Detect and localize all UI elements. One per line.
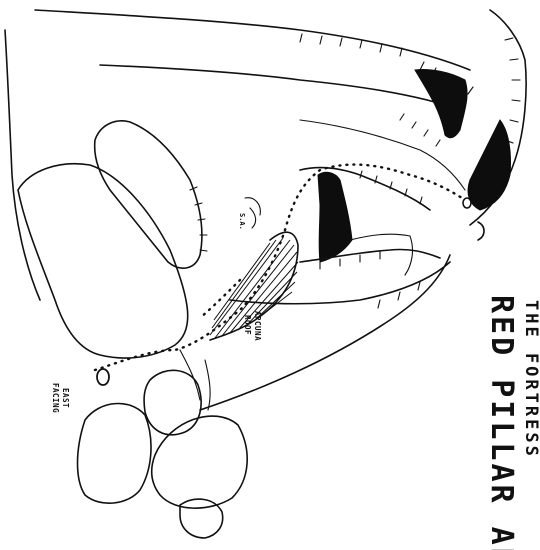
boulder-2 (152, 416, 247, 508)
facing-label-line1: EAST (61, 388, 70, 408)
ridge-line-upper (100, 65, 460, 110)
ridge-line-outer (35, 10, 470, 70)
far-left-edge (5, 30, 40, 300)
left-block-ticks (190, 187, 207, 251)
dark-chimney-right (468, 120, 510, 210)
small-label: S.A. (238, 213, 246, 230)
boulder-4 (180, 499, 223, 538)
dark-notch (318, 172, 352, 262)
route-end-hook (478, 222, 484, 240)
subtitle: THE FORTRESS (521, 300, 540, 459)
facing-label-line2: FACING (51, 383, 60, 413)
left-block-lower (18, 164, 188, 358)
pillar-inner-ledge (350, 234, 412, 275)
dark-chimney-top (415, 69, 467, 137)
base-line (200, 255, 450, 410)
boulder-1 (144, 370, 201, 434)
roof-label-line1: ARCUNA (253, 311, 262, 341)
base-line-inner (230, 262, 450, 304)
route-start-marker (97, 369, 109, 385)
title: RED PILLAR AR (484, 295, 519, 550)
boulder-3 (78, 404, 152, 504)
small-ledge (245, 198, 260, 228)
roof-label-line2: ROOF (243, 315, 252, 335)
route-end-marker (463, 198, 471, 208)
left-block-upper (95, 121, 202, 268)
